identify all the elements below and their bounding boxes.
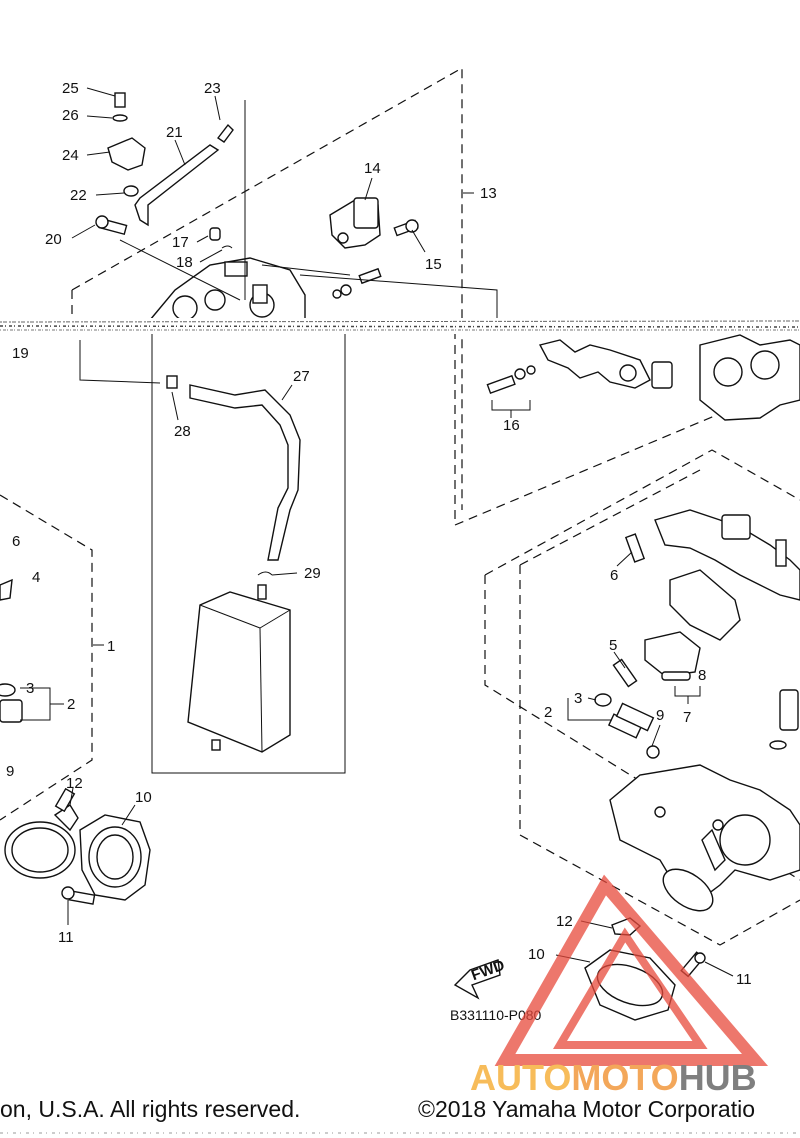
sensor-14: [329, 197, 381, 249]
callout-9-left: 9: [6, 763, 14, 780]
callout-5: 5: [609, 637, 617, 654]
callout-26: 26: [62, 107, 79, 124]
bolt-15: [393, 219, 419, 237]
callout-6-left: 6: [12, 533, 20, 550]
callout-20: 20: [45, 231, 62, 248]
callout-10-left: 10: [135, 789, 152, 806]
callout-16: 16: [503, 417, 520, 434]
watermark-hub: HUB: [679, 1057, 757, 1098]
callout-9-right: 9: [656, 707, 664, 724]
callout-1: 1: [107, 638, 115, 655]
callout-13: 13: [480, 185, 497, 202]
callout-17: 17: [172, 234, 189, 251]
callout-27: 27: [293, 368, 310, 385]
callout-11-left: 11: [58, 929, 74, 946]
small-parts-upper: [332, 267, 382, 299]
callout-2-right: 2: [544, 704, 552, 721]
reference-code: B331110-P080: [450, 1007, 542, 1023]
callout-11-right: 11: [736, 971, 752, 988]
callout-numbers: 25 26 24 22 20 21 23 17 18 14 15 13 19 2…: [6, 80, 752, 988]
callout-24: 24: [62, 147, 79, 164]
fuel-rail-assembly: [594, 509, 800, 759]
callout-28: 28: [174, 423, 191, 440]
fwd-label: FWD: [469, 957, 507, 985]
watermark-auto: AUTO: [470, 1057, 571, 1098]
leader-lines: [20, 87, 734, 977]
callout-10-right: 10: [528, 946, 545, 963]
bolt-20: [95, 215, 128, 236]
canister-assembly: [166, 375, 301, 753]
callout-3-right: 3: [574, 690, 582, 707]
callout-18: 18: [176, 254, 193, 271]
throttle-body-upper: [148, 257, 306, 321]
right-upper-parts: [486, 334, 800, 421]
callout-29: 29: [304, 565, 321, 582]
callout-6-right: 6: [610, 567, 618, 584]
sensor-24: [107, 92, 146, 197]
callout-8: 8: [698, 667, 706, 684]
callout-12-right: 12: [556, 913, 573, 930]
callout-14: 14: [364, 160, 381, 177]
watermark-triangle-inner: [552, 927, 708, 1049]
footer-right: ©2018 Yamaha Motor Corporatio: [418, 1096, 755, 1122]
callout-19: 19: [12, 345, 29, 362]
fwd-arrow: FWD: [453, 957, 507, 1000]
callout-7: 7: [683, 709, 691, 726]
callout-22: 22: [70, 187, 87, 204]
hose-21: [134, 123, 234, 227]
callout-25: 25: [62, 80, 79, 97]
assembly-outlines: [0, 66, 800, 946]
callout-15: 15: [425, 256, 442, 273]
scan-band: [0, 318, 800, 334]
svg-text:AUTOMOTOHUB: AUTOMOTOHUB: [470, 1057, 757, 1098]
callout-23: 23: [204, 80, 221, 97]
footer-left: on, U.S.A. All rights reserved.: [0, 1096, 300, 1122]
watermark-moto: MOTO: [571, 1057, 678, 1098]
watermark-logo: AUTOMOTOHUB: [470, 874, 769, 1098]
throttle-body-lower: [609, 764, 800, 912]
callout-3-left: 3: [26, 680, 34, 697]
callout-4: 4: [32, 569, 40, 586]
callout-2-left: 2: [67, 696, 75, 713]
watermark-triangle: [494, 874, 769, 1066]
left-side-parts: [0, 578, 151, 905]
callout-12-left: 12: [66, 775, 83, 792]
parts-17-18: [209, 227, 233, 249]
callout-21: 21: [166, 124, 183, 141]
